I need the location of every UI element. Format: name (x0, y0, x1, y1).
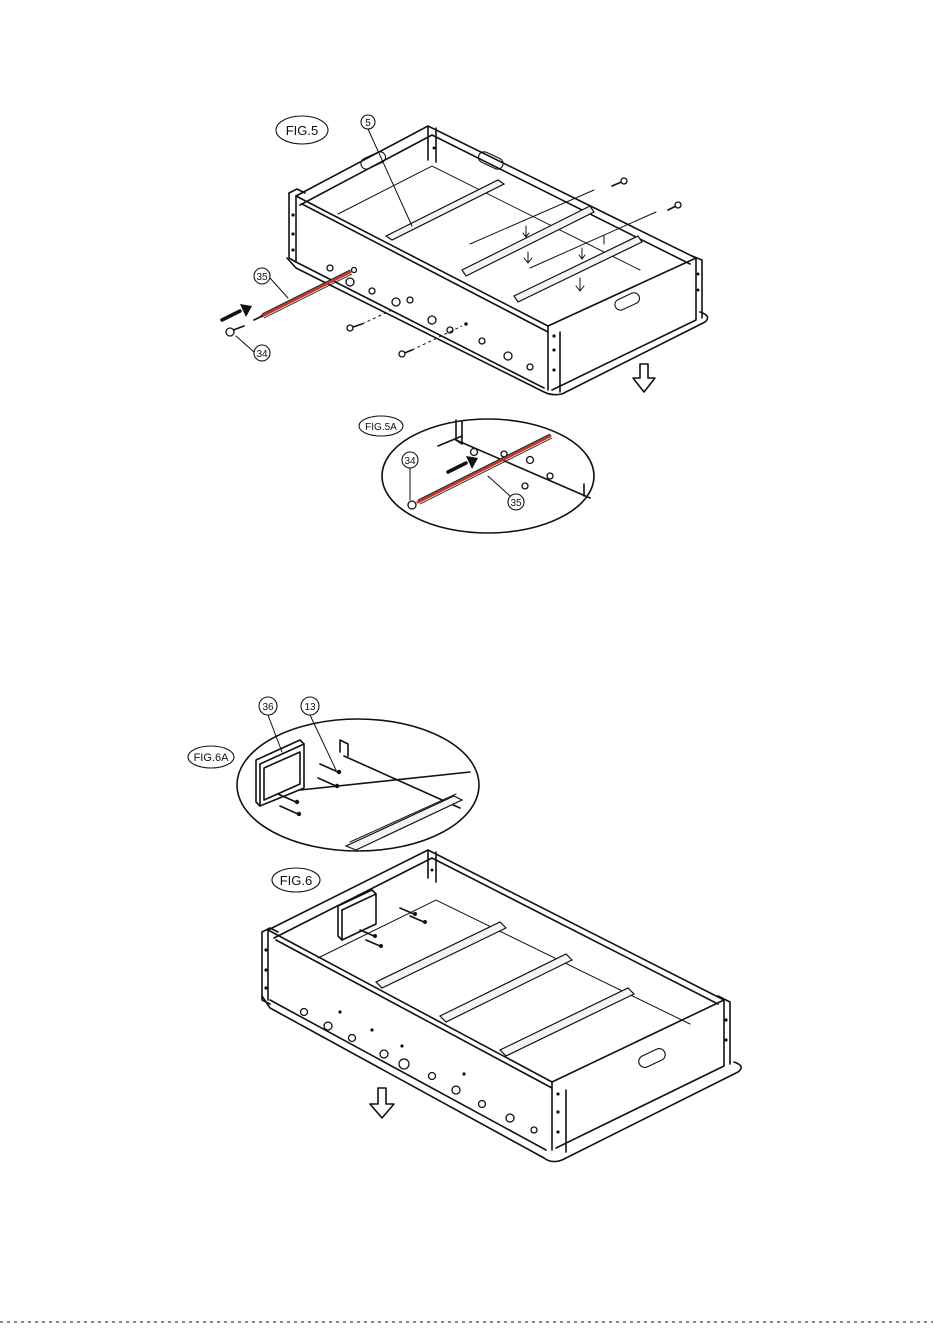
svg-text:34: 34 (404, 456, 416, 467)
svg-text:36: 36 (262, 702, 274, 713)
svg-text:34: 34 (256, 349, 268, 360)
svg-text:35: 35 (510, 498, 522, 509)
fig5-left-cap (289, 193, 296, 262)
fig6-front-wall-top (268, 930, 552, 1082)
fig5-right-end-wall (548, 258, 696, 390)
fig5-rail-1 (462, 206, 594, 276)
fig5-bolt-part-34 (226, 326, 244, 336)
fig6a-label: FIG.6A (188, 746, 234, 768)
fig5-callout-rod: 35 (254, 268, 288, 298)
svg-text:FIG.6: FIG.6 (280, 873, 313, 888)
fig6-rail-3 (500, 988, 634, 1056)
fig5-drawing: FIG.5 (222, 115, 708, 395)
fig6a-callout-screws: 13 (301, 697, 336, 770)
fig5a-callout-rod: 35 (488, 476, 524, 510)
fig5a-detail: FIG.5A 34 35 (359, 416, 594, 533)
fig5-handle-slot-back-right (477, 150, 505, 171)
fig6-right-end-wall (552, 1000, 724, 1148)
fig6-drawing: FIG.6 (262, 850, 741, 1162)
fig6a-magnifier-ellipse (237, 719, 479, 851)
svg-text:FIG.6A: FIG.6A (194, 752, 230, 764)
fig5a-callout-bolt: 34 (402, 452, 418, 500)
fig6-base-plate (262, 996, 741, 1162)
fig5-front-wall-top (296, 196, 548, 326)
fig5-front-wall-holes (327, 265, 533, 370)
fig6-screws (360, 908, 427, 948)
fig5-label: FIG.5 (276, 116, 328, 144)
svg-text:35: 35 (256, 272, 268, 283)
fig6a-block-part-36 (256, 740, 304, 806)
down-direction-arrow-icon (370, 1088, 394, 1118)
fig6-rail-1 (376, 922, 506, 988)
fig6-rail-2 (440, 954, 572, 1022)
fig6a-detail: FIG.6A 36 13 (188, 697, 479, 851)
fig5-callout-bolt: 34 (236, 336, 270, 361)
fig6-label: FIG.6 (272, 868, 320, 892)
fig5-label-text: FIG.5 (286, 123, 319, 138)
fig6-front-wall-bottom (270, 1000, 546, 1150)
svg-text:FIG.5A: FIG.5A (365, 422, 397, 433)
push-arrow-icon (448, 456, 478, 472)
fig5-rail-installed (386, 180, 504, 240)
fig6-handle-slot-end (637, 1047, 667, 1070)
fig5a-label: FIG.5A (359, 416, 403, 436)
push-arrow-icon (222, 304, 252, 320)
svg-text:5: 5 (365, 118, 371, 129)
fig5a-bolt-part-34 (408, 501, 416, 509)
svg-text:13: 13 (304, 702, 316, 713)
down-direction-arrow-icon (633, 364, 655, 392)
fig6-front-wall-holes (301, 1009, 538, 1134)
fig6a-rail (346, 796, 462, 850)
fig5-callout-rail: 5 (361, 115, 412, 226)
